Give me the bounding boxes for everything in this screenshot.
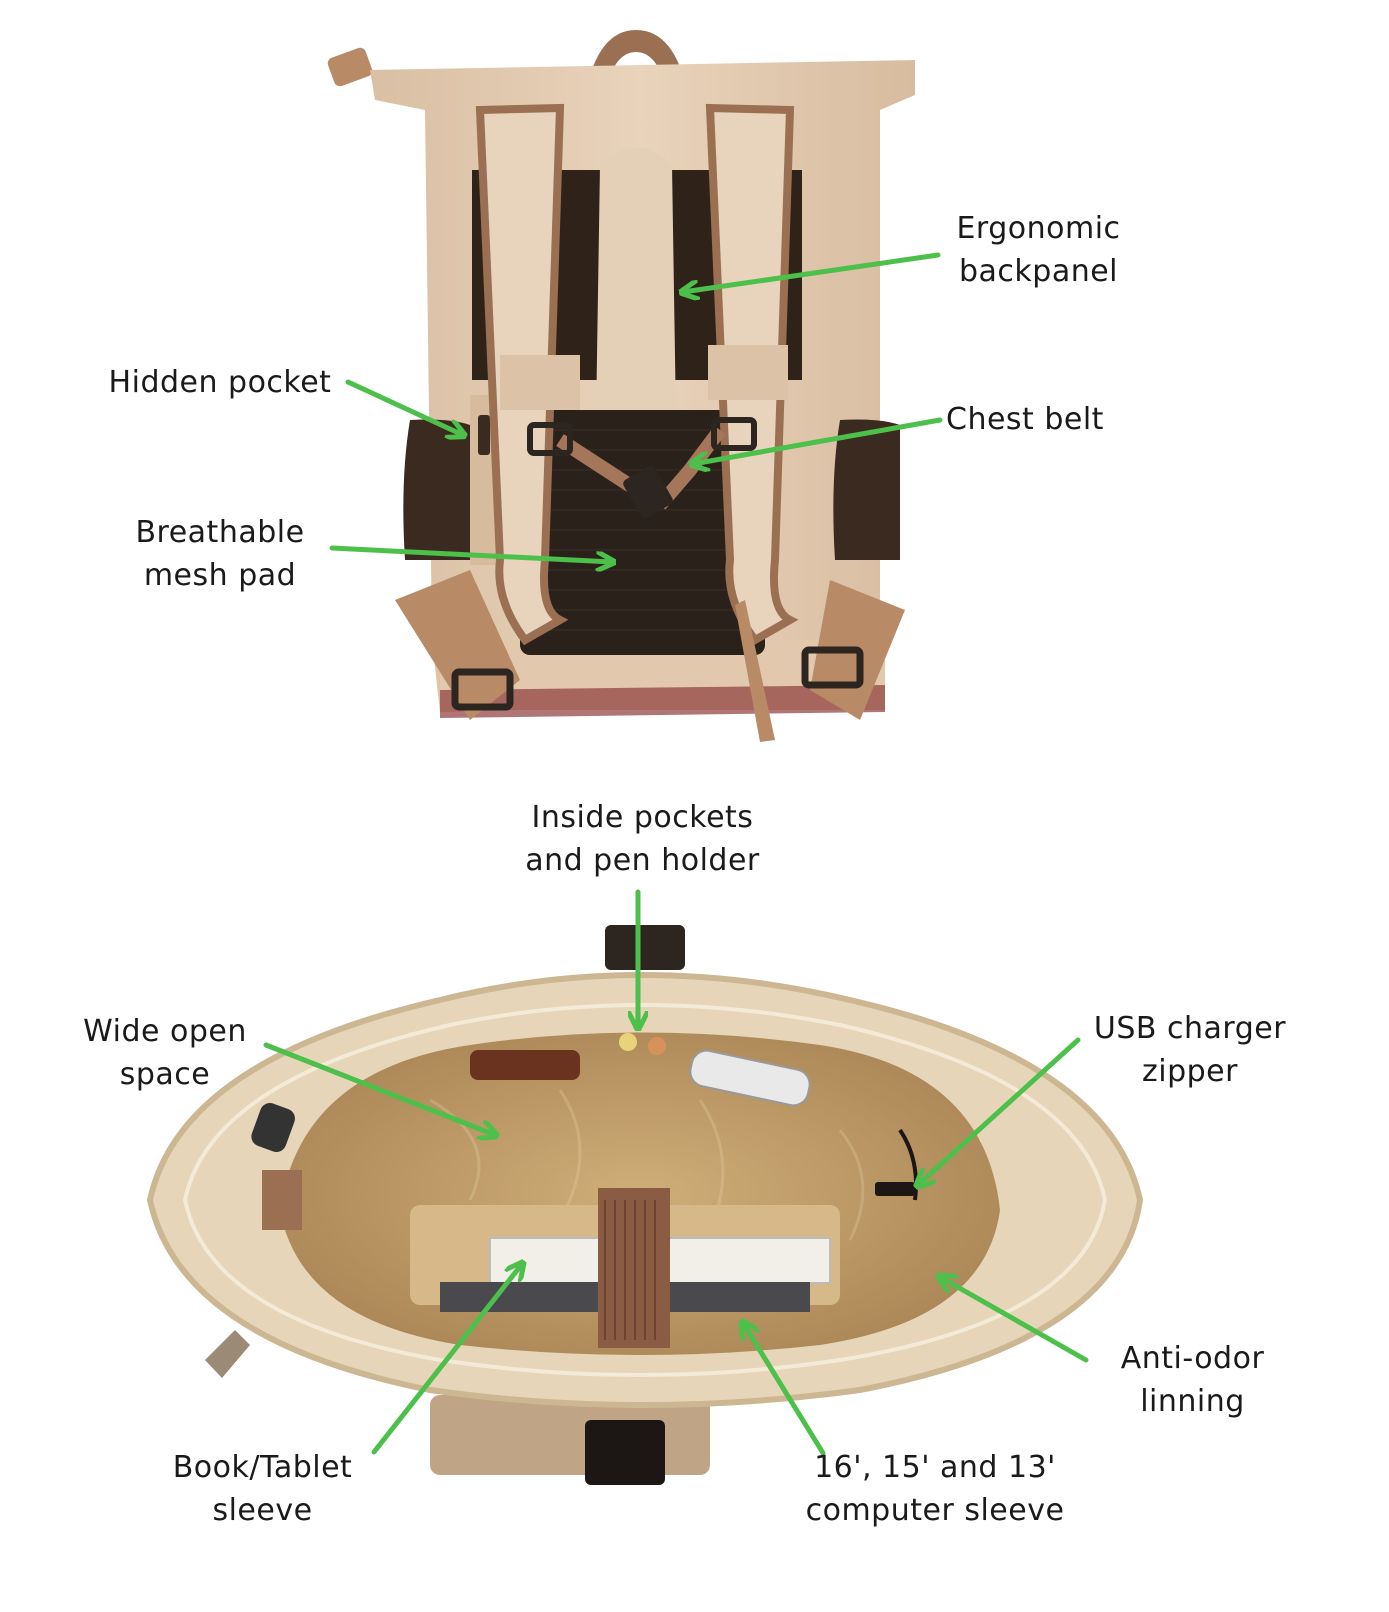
label-ergonomic-backpanel: Ergonomic backpanel [956,211,1121,289]
label-wide-open-space: Wide open space [83,1014,247,1092]
label-computer-sleeve: 16', 15' and 13' computer sleeve [805,1450,1065,1528]
backpack-inside-view [146,925,1144,1485]
arrow-hidden-pocket [345,379,463,435]
arrow-wide-open-space [263,1042,495,1135]
label-book-tablet-sleeve: Book/Tablet sleeve [172,1450,353,1528]
arrow-computer-sleeve [743,1323,826,1456]
backpack-back-view [327,30,915,742]
label-breathable-mesh-pad: Breathable mesh pad [135,515,305,593]
label-chest-belt: Chest belt [946,402,1104,437]
label-inside-pockets: Inside pockets and pen holder [525,800,760,878]
arrow-usb-zipper [918,1037,1081,1185]
label-anti-odor-lining: Anti-odor linning [1120,1341,1265,1419]
arrow-mesh-pad [329,545,612,562]
top-handle [585,30,688,100]
arrow-chest-belt [693,417,943,464]
label-hidden-pocket: Hidden pocket [108,365,332,400]
arrow-anti-odor [940,1277,1089,1363]
arrow-book-tablet [371,1264,522,1455]
arrow-ergonomic-backpanel [683,252,941,292]
label-usb-charger-zipper: USB charger zipper [1093,1011,1287,1089]
